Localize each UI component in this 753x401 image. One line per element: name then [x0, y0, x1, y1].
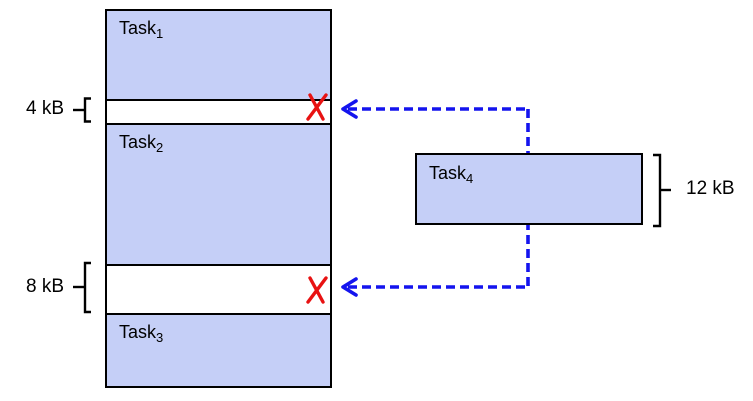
brace-12kb-icon	[653, 153, 671, 228]
task1-label-base: Task	[119, 18, 157, 38]
task1-label: Task1	[119, 18, 164, 41]
task2-label-base: Task	[119, 132, 157, 152]
task2-block: Task2	[107, 123, 330, 264]
brace-4kb-icon	[73, 97, 91, 123]
task3-label: Task3	[119, 322, 164, 345]
task3-block: Task3	[107, 313, 330, 386]
task4-block: Task4	[415, 153, 643, 225]
gap-8kb-size-label: 8 kB	[25, 276, 64, 297]
no-fit-x-icon	[306, 276, 328, 304]
task4-size-label: 12 kB	[686, 178, 735, 199]
task1-label-subscript: 1	[156, 26, 164, 41]
task4-label-subscript: 4	[466, 171, 474, 186]
dashed-arrow-to-8kb-gap	[341, 277, 528, 297]
task2-label: Task2	[119, 132, 164, 155]
task4-label: Task4	[429, 163, 474, 186]
dashed-arrow-to-4kb-gap	[341, 99, 528, 119]
free-gap-8kb	[107, 264, 330, 313]
left-arrowhead-icon	[341, 99, 358, 119]
task1-block: Task1	[107, 11, 330, 99]
memory-column: Task1 Task2 Task3	[105, 9, 332, 388]
brace-8kb-icon	[73, 261, 91, 314]
no-fit-x-icon	[306, 93, 328, 121]
task3-label-subscript: 3	[156, 330, 164, 345]
task2-label-subscript: 2	[156, 140, 164, 155]
free-gap-4kb	[107, 99, 330, 123]
task3-label-base: Task	[119, 322, 157, 342]
gap-4kb-size-label: 4 kB	[25, 98, 64, 119]
left-arrowhead-icon	[341, 277, 358, 297]
task4-label-base: Task	[429, 163, 467, 183]
